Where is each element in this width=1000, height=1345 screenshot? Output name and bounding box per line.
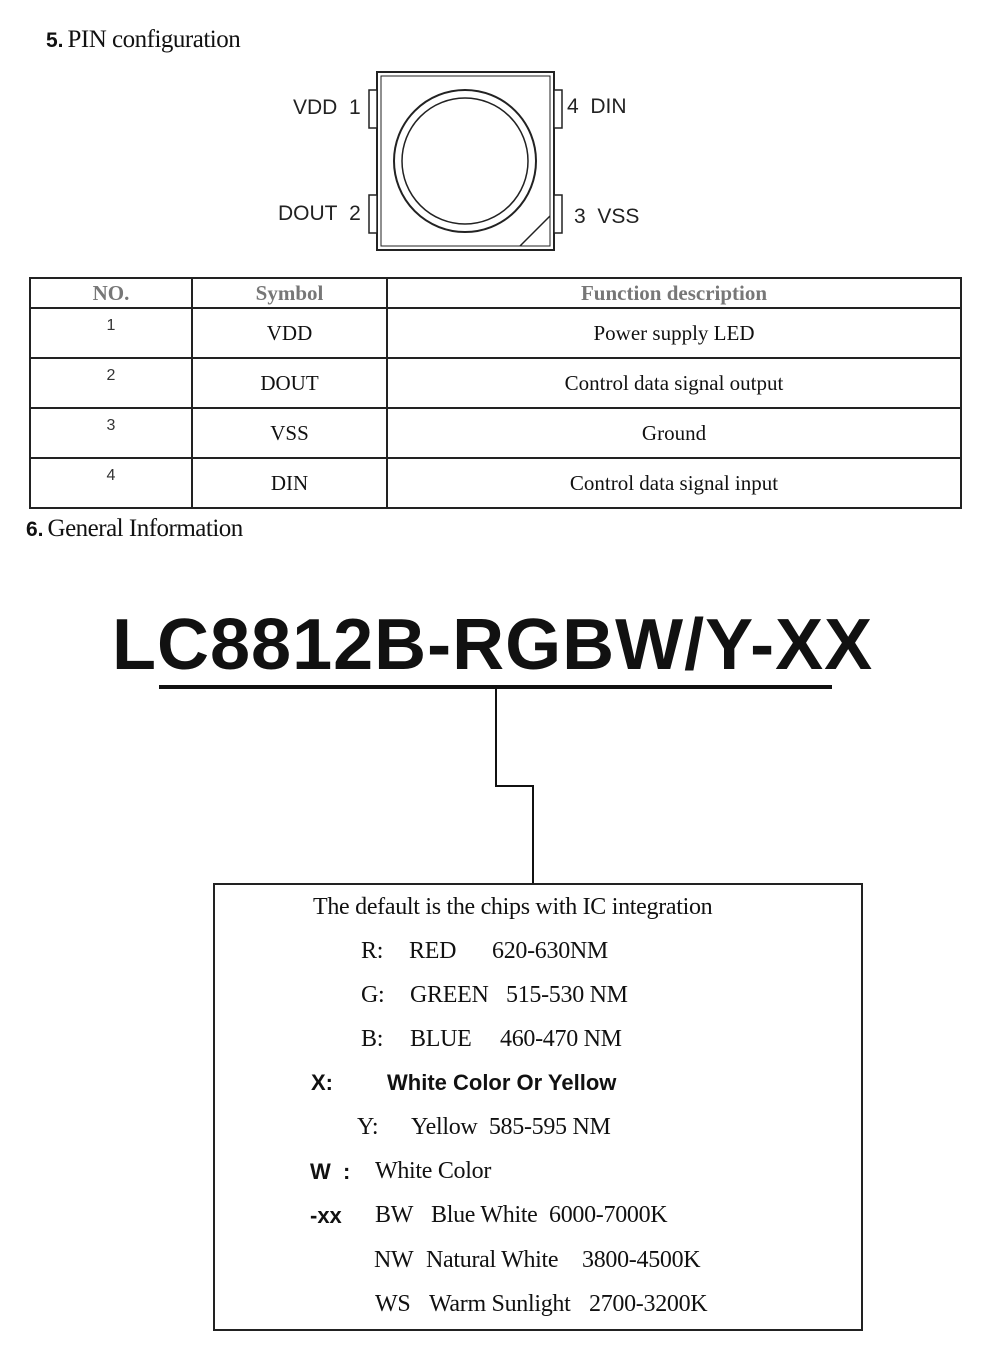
row-range: 620-630NM [492, 938, 608, 964]
row-key: -xx [310, 1203, 342, 1228]
table-header-row: NO. Symbol Function description [29, 277, 962, 309]
row-range: 515-530 NM [506, 982, 628, 1008]
row-name: GREEN [410, 982, 489, 1008]
row-range: 6000-7000K [549, 1202, 668, 1228]
row-code: BW [375, 1202, 414, 1228]
section-6-heading: 6. General Information [26, 515, 243, 543]
section-title: PIN configuration [67, 26, 241, 53]
cell-function: Control data signal output [386, 357, 962, 409]
info-intro: The default is the chips with IC integra… [313, 894, 713, 920]
table-row: 1 VDD Power supply LED [29, 307, 962, 359]
model-name: LC8812B-RGBW/Y-XX [112, 605, 874, 685]
cell-no: 2 [29, 357, 193, 409]
row-name: BLUE [410, 1026, 472, 1052]
row-key: Y: [357, 1114, 379, 1140]
pin-table: NO. Symbol Function description 1 VDD Po… [29, 277, 962, 509]
cell-no: 3 [29, 407, 193, 459]
row-key: W : [310, 1159, 351, 1184]
pin-1-label: VDD 1 [293, 96, 361, 119]
row-range: 460-470 NM [500, 1026, 622, 1052]
row-key: G: [361, 982, 385, 1008]
row-name: Natural White [426, 1247, 559, 1273]
cell-function: Power supply LED [386, 307, 962, 359]
header-no: NO. [29, 277, 193, 309]
section-number: 6. [26, 518, 44, 541]
pin-4-label: 4 DIN [567, 95, 627, 118]
row-key: R: [361, 938, 384, 964]
header-symbol: Symbol [191, 277, 388, 309]
cell-function: Control data signal input [386, 457, 962, 509]
led-package-drawing [368, 71, 563, 251]
row-name: Blue White [431, 1202, 538, 1228]
section-number: 5. [46, 29, 64, 52]
table-row: 3 VSS Ground [29, 407, 962, 459]
cell-symbol: DOUT [191, 357, 388, 409]
cell-no: 4 [29, 457, 193, 509]
cell-symbol: DIN [191, 457, 388, 509]
row-range: 3800-4500K [582, 1247, 701, 1273]
section-title: General Information [47, 515, 244, 542]
section-5-heading: 5. PIN configuration [46, 26, 241, 54]
row-code: WS [375, 1291, 411, 1317]
cell-function: Ground [386, 407, 962, 459]
row-desc: White Color Or Yellow [387, 1070, 617, 1095]
row-code: NW [374, 1247, 414, 1273]
row-desc: Yellow 585-595 NM [411, 1114, 611, 1140]
row-key: B: [361, 1026, 384, 1052]
cell-symbol: VDD [191, 307, 388, 359]
row-name: RED [409, 938, 457, 964]
cell-symbol: VSS [191, 407, 388, 459]
table-row: 2 DOUT Control data signal output [29, 357, 962, 409]
row-key: X: [311, 1070, 333, 1095]
pin-2-label: DOUT 2 [278, 202, 361, 225]
row-name: Warm Sunlight [429, 1291, 571, 1317]
table-row: 4 DIN Control data signal input [29, 457, 962, 509]
row-range: 2700-3200K [589, 1291, 708, 1317]
info-box [213, 883, 863, 1331]
row-desc: White Color [375, 1158, 492, 1184]
pin-3-label: 3 VSS [574, 205, 640, 228]
cell-no: 1 [29, 307, 193, 359]
header-function: Function description [386, 277, 962, 309]
